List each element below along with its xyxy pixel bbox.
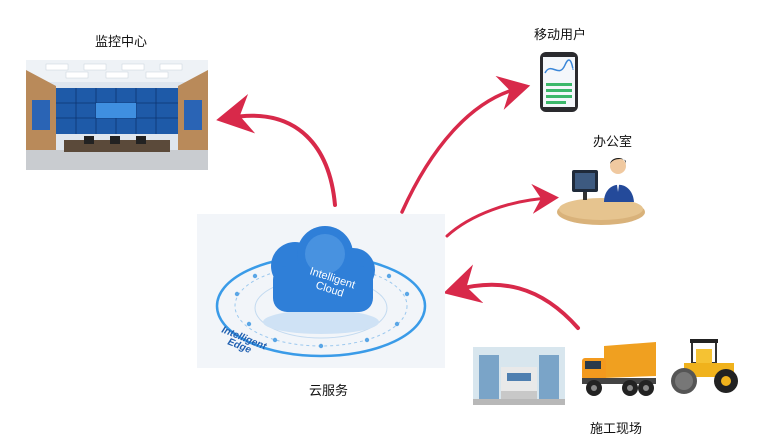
office-worker-image xyxy=(557,158,645,225)
mobile-phone-image xyxy=(540,52,578,112)
office-label: 办公室 xyxy=(593,135,633,150)
mobile-user-label: 移动用户 xyxy=(534,28,587,43)
arrow-from-construction-site xyxy=(443,264,580,330)
arrow-to-monitoring-center xyxy=(216,94,337,207)
cloud-service-label: 云服务 xyxy=(309,384,349,399)
construction-site-label: 施工现场 xyxy=(590,422,643,437)
arrow-to-office xyxy=(445,183,559,238)
road-roller-image xyxy=(671,339,738,394)
cloud-service-image: Intelligent Cloud Intelligent Edge xyxy=(197,214,445,368)
monitoring-center-image xyxy=(26,60,208,170)
concrete-plant-image xyxy=(473,347,565,405)
monitoring-center-label: 监控中心 xyxy=(95,35,148,50)
dump-truck-image xyxy=(582,342,656,396)
arrow-to-mobile-user xyxy=(400,75,531,214)
